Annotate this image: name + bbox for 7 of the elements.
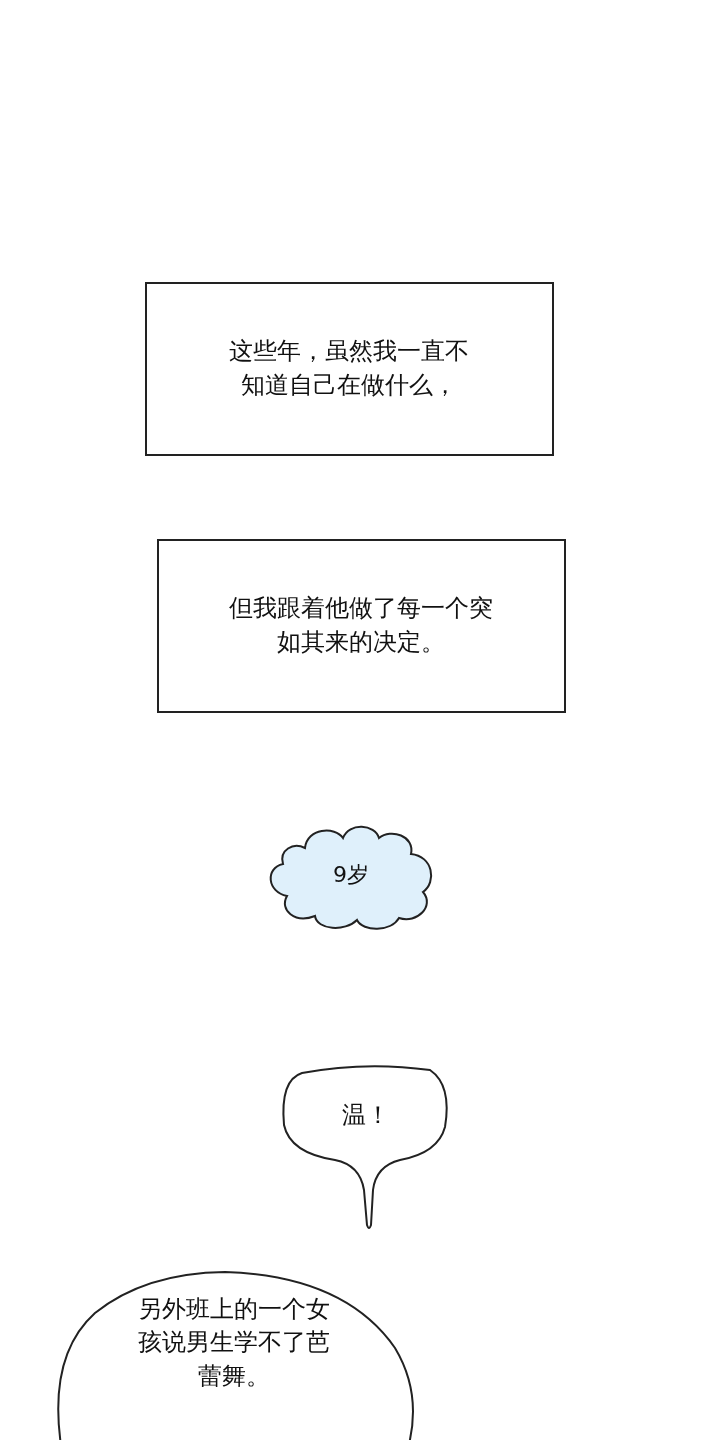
caption-text: 这些年，虽然我一直不知道自己在做什么， — [228, 336, 471, 401]
caption-box — [145, 282, 554, 456]
caption-text: 但我跟着他做了每一个突如其来的决定。 — [228, 593, 495, 658]
caption-text: 温！ — [342, 1099, 390, 1131]
caption-text: 另外班上的一个女孩说男生学不了芭蕾舞。 — [137, 1293, 331, 1392]
caption-text: 9岁 — [333, 860, 369, 889]
caption-box — [157, 539, 566, 713]
